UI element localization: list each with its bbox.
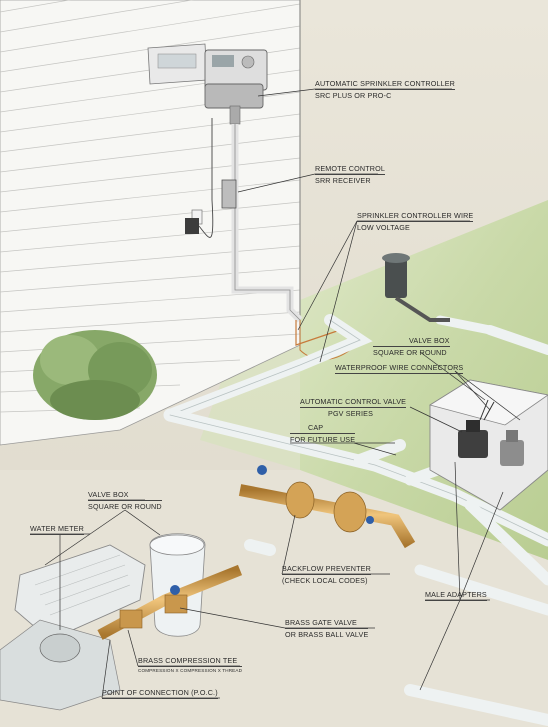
label-poc-title: POINT OF CONNECTION (P.O.C.) (102, 688, 218, 699)
label-wire-sub: LOW VOLTAGE (357, 223, 410, 232)
auto-control-valves (458, 399, 524, 466)
label-auto-valve-title: AUTOMATIC CONTROL VALVE (300, 397, 407, 408)
label-tee-sub: COMPRESSION X COMPRESSION X THREAD (138, 668, 243, 673)
label-wire: SPRINKLER CONTROLLER WIRE LOW VOLTAGE (357, 210, 474, 233)
label-backflow: BACKFLOW PREVENTER (CHECK LOCAL CODES) (282, 563, 371, 586)
label-valve-box-left: VALVE BOX SQUARE OR ROUND (88, 489, 162, 512)
label-gate-valve-title: BRASS GATE VALVE (285, 617, 369, 629)
label-valve-box-left-sub: SQUARE OR ROUND (88, 502, 162, 511)
valve-box-right (429, 379, 548, 511)
label-cap: CAP FOR FUTURE USE (290, 422, 356, 445)
label-valve-box-right: VALVE BOX SQUARE OR ROUND (373, 335, 450, 358)
label-cap-sub: FOR FUTURE USE (290, 435, 356, 444)
label-backflow-sub: (CHECK LOCAL CODES) (282, 576, 368, 585)
label-remote-sub: SRR RECEIVER (315, 176, 371, 185)
label-remote: REMOTE CONTROL SRR RECEIVER (315, 163, 385, 186)
controller-wire (295, 320, 341, 346)
sprinkler-head (382, 253, 450, 322)
remote-receiver (221, 179, 237, 209)
label-backflow-title: BACKFLOW PREVENTER (282, 564, 371, 575)
label-valve-box-right-sub: SQUARE OR ROUND (373, 348, 447, 357)
label-tee-title: BRASS COMPRESSION TEE (138, 655, 243, 667)
label-controller-sub: SRC PLUS OR PRO-C (315, 91, 392, 100)
label-male-adapters-title: MALE ADAPTERS (425, 590, 487, 601)
label-male-adapters: MALE ADAPTERS (425, 589, 487, 601)
transformer (185, 218, 199, 234)
label-water-meter-title: WATER METER (30, 524, 84, 535)
valve-box-left (149, 533, 206, 637)
water-meter-box (0, 544, 146, 711)
label-waterproof-title: WATERPROOF WIRE CONNECTORS (335, 363, 464, 374)
label-auto-valve-sub: PGV SERIES (328, 409, 374, 418)
label-poc: POINT OF CONNECTION (P.O.C.) (102, 687, 218, 699)
label-remote-title: REMOTE CONTROL (315, 164, 385, 175)
brass-assembly (97, 465, 416, 690)
label-wire-title: SPRINKLER CONTROLLER WIRE (357, 211, 474, 222)
label-cap-title: CAP (290, 422, 356, 434)
shrub (33, 330, 157, 420)
label-gate-valve-sub: OR BRASS BALL VALVE (285, 630, 369, 639)
label-controller-title: AUTOMATIC SPRINKLER CONTROLLER (315, 79, 456, 90)
label-tee: BRASS COMPRESSION TEE COMPRESSION X COMP… (138, 655, 243, 674)
label-water-meter: WATER METER (30, 523, 84, 535)
label-gate-valve: BRASS GATE VALVE OR BRASS BALL VALVE (285, 617, 369, 640)
label-valve-box-right-title: VALVE BOX (373, 335, 450, 347)
label-controller: AUTOMATIC SPRINKLER CONTROLLER SRC PLUS … (315, 78, 456, 101)
label-auto-valve: AUTOMATIC CONTROL VALVE PGV SERIES (300, 396, 407, 419)
label-valve-box-left-title: VALVE BOX (88, 489, 162, 501)
label-waterproof: WATERPROOF WIRE CONNECTORS (335, 362, 464, 374)
sprinkler-controller (147, 43, 268, 125)
